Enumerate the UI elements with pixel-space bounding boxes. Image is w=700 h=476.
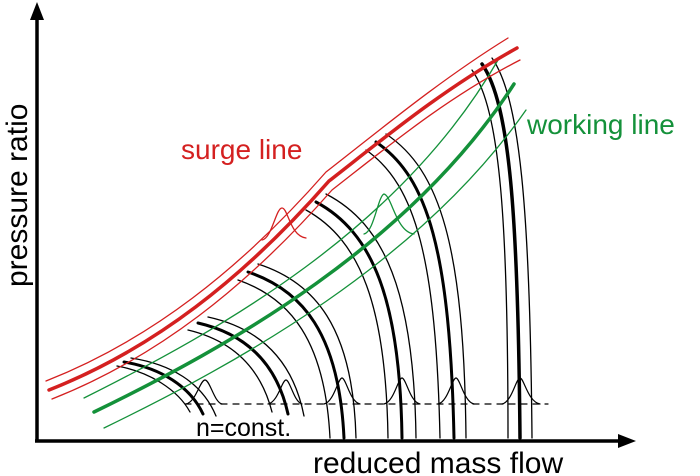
working-line-outer bbox=[83, 59, 499, 399]
surge-line-main bbox=[47, 46, 519, 392]
x-axis-label: reduced mass flow bbox=[313, 447, 563, 476]
working-line-label: working line bbox=[526, 109, 675, 140]
working-lines bbox=[83, 59, 527, 429]
axes bbox=[30, 2, 636, 448]
working-line-main bbox=[92, 82, 516, 414]
surge-line-lower bbox=[51, 59, 521, 400]
speed-line bbox=[187, 316, 305, 417]
speed-line bbox=[471, 57, 533, 440]
surge-distribution-curve bbox=[261, 207, 307, 241]
speed-line bbox=[365, 133, 467, 440]
speed-distribution-curve bbox=[185, 379, 223, 405]
x-axis-arrow bbox=[618, 434, 636, 448]
speed-distribution-curve bbox=[437, 377, 475, 405]
working-line-inner bbox=[103, 109, 527, 429]
y-axis-arrow bbox=[30, 2, 44, 20]
surge-lines bbox=[45, 37, 521, 400]
speed-line bbox=[116, 357, 217, 417]
y-axis-label: pressure ratio bbox=[1, 104, 34, 287]
distribution-curves bbox=[184, 193, 549, 405]
working-distribution-curve bbox=[363, 193, 415, 235]
speed-line-label: n=const. bbox=[196, 414, 291, 442]
speed-distribution-curve bbox=[267, 379, 303, 405]
surge-line-label: surge line bbox=[181, 134, 302, 165]
speed-distribution-curve bbox=[323, 377, 361, 405]
surge-line-upper bbox=[45, 37, 509, 382]
speed-distribution-curve bbox=[383, 377, 421, 405]
speed-distribution-curve bbox=[501, 377, 541, 405]
speed-line bbox=[305, 193, 417, 440]
speed-lines bbox=[116, 57, 533, 440]
